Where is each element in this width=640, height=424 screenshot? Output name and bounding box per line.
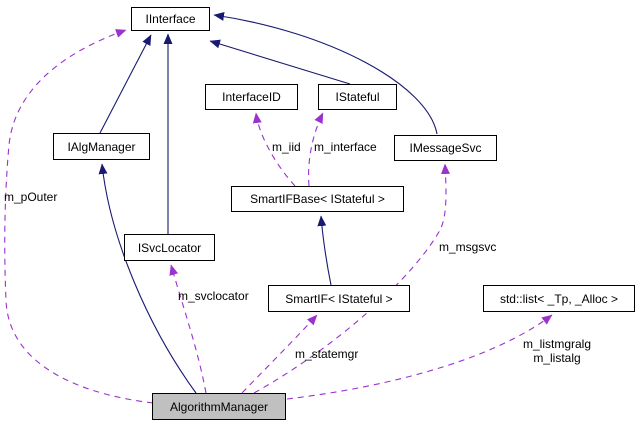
node-imessagesvc[interactable]: IMessageSvc — [394, 135, 497, 161]
edge-inheritance-algorithmmanager-ialgmanager — [98, 163, 197, 394]
edge-inheritance-ialgmanager-iinterface — [99, 34, 152, 134]
node-isvclocator[interactable]: ISvcLocator — [124, 234, 215, 261]
node-stdlist[interactable]: std::list< _Tp, _Alloc > — [483, 285, 635, 312]
edge-inheritance-smartif-smartifbase — [317, 215, 332, 286]
node-smartif[interactable]: SmartIF< IStateful > — [268, 285, 410, 312]
node-algorithmmanager[interactable]: AlgorithmManager — [152, 393, 286, 420]
edge-usage-m-statemgr — [241, 314, 318, 394]
edge-label-m-statemgr: m_statemgr — [295, 347, 359, 361]
node-smartifbase[interactable]: SmartIFBase< IStateful > — [231, 186, 404, 212]
edge-usage-m-msgsvc — [253, 163, 450, 394]
edge-label-m-svclocator: m_svclocator — [178, 289, 249, 303]
edge-label-m-listalg: m_listalg — [533, 351, 581, 365]
edge-label-m-listmgralg-m-listalg: m_listmgralg m_listalg — [501, 337, 613, 365]
node-ialgmanager[interactable]: IAlgManager — [53, 133, 150, 160]
edge-label-m-listmgralg: m_listmgralg — [522, 337, 591, 351]
node-istateful[interactable]: IStateful — [318, 84, 397, 110]
node-interfaceid[interactable]: InterfaceID — [205, 84, 298, 110]
edge-label-m-pouter: m_pOuter — [4, 190, 58, 204]
edge-inheritance-istateful-iinterface — [209, 39, 351, 85]
edge-usage-m-interface — [308, 112, 324, 187]
edge-inheritance-imessagesvc-iinterface — [213, 12, 438, 135]
node-iinterface[interactable]: IInterface — [131, 7, 210, 31]
edge-label-m-interface: m_interface — [314, 140, 377, 154]
edge-label-m-iid: m_iid — [272, 140, 301, 154]
edge-usage-m-listmgralg-m-listalg — [286, 314, 553, 400]
edge-label-m-msgsvc: m_msgsvc — [439, 240, 497, 254]
edge-usage-m-svclocator — [169, 264, 207, 394]
edge-usage-m-pouter — [4, 29, 154, 404]
